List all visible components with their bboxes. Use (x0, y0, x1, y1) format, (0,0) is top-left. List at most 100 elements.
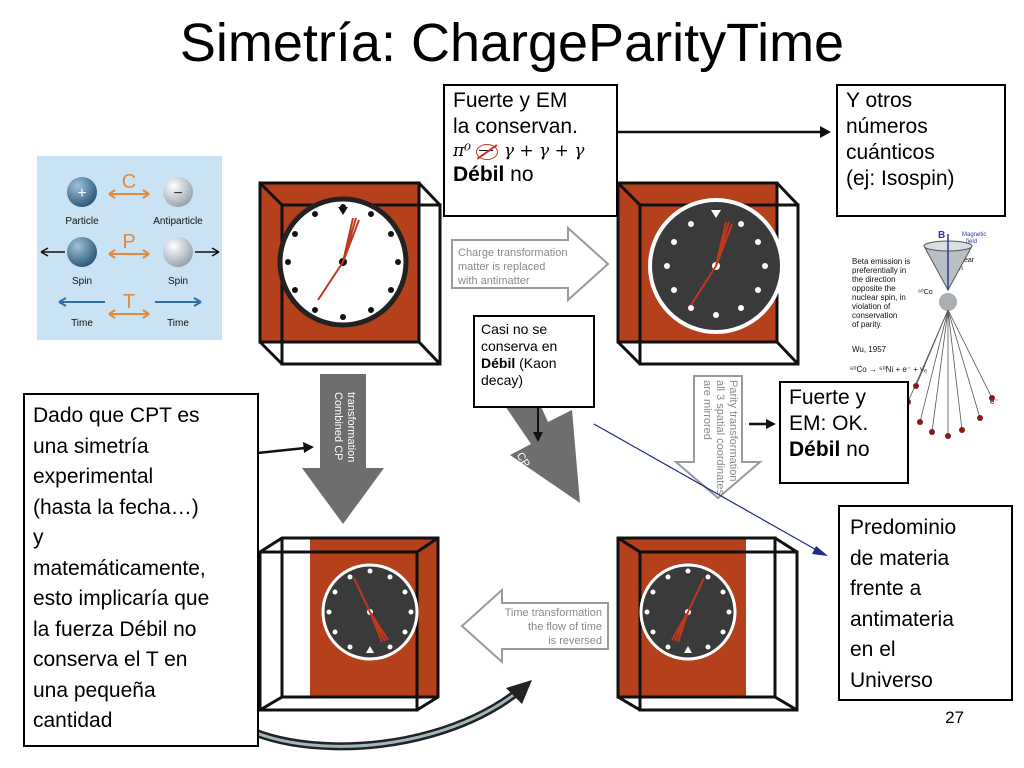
time-left-arrow (58, 297, 105, 307)
beta-text-3: the direction (852, 275, 896, 284)
particle-sphere (67, 177, 97, 207)
magnetic-field-2: field (966, 239, 977, 245)
casi-bold: Débil (481, 355, 516, 371)
spin-left-arrow (40, 247, 65, 257)
spin-left-label: Spin (72, 276, 92, 287)
dado-line-4: (hasta la fecha…) (33, 495, 199, 519)
cpt-panel-graphic: + − C Particle Antiparticle P Spin Spin … (40, 171, 220, 329)
charge-transformation-arrow: Charge transformation matter is replaced… (451, 225, 610, 303)
box-casi-no-conserva: Casi no se conserva en Débil (Kaon decay… (473, 315, 595, 408)
formula-gammas: γ + γ + γ (503, 141, 585, 161)
time-transformation-arrow: Time transformation the flow of time is … (460, 587, 609, 665)
casi-line2: conserva en (481, 338, 558, 354)
dado-line-8: la fuerza Débil no (33, 617, 197, 641)
predominio-line-3: frente a (850, 577, 922, 600)
predominio-line-5: en el (850, 638, 896, 661)
time-arrow-line1: Time transformation (505, 607, 602, 619)
arrow-to-predominio (593, 423, 821, 553)
arrow-to-predominio-head (812, 546, 828, 556)
beta-emission-figure: Beta emission is preferentially in the d… (820, 222, 1020, 442)
t-double-arrow (108, 309, 150, 319)
cube-bottom-right (616, 536, 799, 712)
cp-arrow-line2: transformation (345, 392, 357, 462)
casi-line1: Casi no se (481, 321, 548, 337)
beta-text-1: Beta emission is (852, 257, 910, 266)
casi-rest: (Kaon (515, 355, 557, 371)
time-right-label: Time (167, 318, 189, 329)
parity-transformation-arrow: Parity transformation all 3 spatial coor… (673, 375, 763, 500)
p-double-arrow (108, 249, 150, 259)
time-right-arrow (155, 297, 202, 307)
predominio-line-4: antimateria (850, 607, 954, 631)
nucleus-icon (939, 293, 957, 311)
spin-right-sphere (163, 237, 193, 267)
fuerte-ok-line2: EM: OK. (789, 412, 869, 435)
beta-text-2: preferentially in (852, 266, 906, 275)
c-letter: C (122, 171, 136, 193)
beta-emission-graphic: Beta emission is preferentially in the d… (850, 230, 999, 439)
box-fuerte-ok: Fuerte y EM: OK. Débil no (779, 381, 909, 484)
casi-line3: Débil (Kaon (481, 355, 587, 372)
p-letter: P (122, 231, 135, 253)
charge-arrow-line1: Charge transformation (458, 247, 567, 259)
plus-sign: + (77, 185, 86, 202)
fuerte-ok-bold: Débil (789, 438, 841, 461)
charge-arrow-line3: with antimatter (457, 275, 530, 287)
beta-reaction: ⁶⁰Co → ⁶⁰Ni + e⁻ + ν̄ₑ (850, 365, 927, 374)
dado-line-2: una simetría (33, 434, 149, 458)
arrow-casi-down-head (533, 432, 543, 442)
fuerte-em-weak: Débil no (453, 162, 608, 188)
dado-line-1: Dado que CPT es (33, 404, 200, 427)
dado-line-6: matemáticamente, (33, 556, 206, 580)
cp-arrow-line1: Combined CP (332, 392, 344, 460)
c-double-arrow (108, 189, 150, 199)
parity-arrow-line1: Parity transformation (727, 380, 739, 481)
arrow-to-fuerte-ok-head (766, 419, 776, 429)
time-arrow-line2: the flow of time (528, 621, 602, 633)
curved-time-arrow-head (506, 680, 532, 704)
cpt-panel: + − C Particle Antiparticle P Spin Spin … (37, 156, 222, 340)
cube-top-right (616, 181, 800, 366)
spin-right-arrow (195, 247, 220, 257)
predominio-line-2: de materia (850, 546, 950, 570)
predominio-line-6: Universo (850, 668, 933, 692)
cube-bottom-left (258, 536, 440, 712)
parity-arrow-line3: are mirrored (701, 380, 713, 440)
particle-label: Particle (65, 216, 99, 227)
fuerte-ok-rest: no (840, 438, 870, 461)
beta-text-6: violation of (852, 302, 891, 311)
parity-arrow-line2: all 3 spatial coordinates (714, 380, 726, 495)
electron-dots (905, 383, 995, 439)
predominio-line-1: Predominio (850, 516, 957, 539)
minus-sign: − (173, 185, 182, 202)
otros-line1: Y otros (846, 89, 913, 112)
antiparticle-label: Antiparticle (153, 216, 203, 227)
box-fuerte-em: Fuerte y EM la conservan. π⁰ γ + γ + γ D… (443, 84, 618, 217)
formula-pion: π⁰ (453, 141, 471, 161)
box-predominio: Predominio de materia frente a antimater… (838, 505, 1013, 701)
otros-line2: números (846, 115, 928, 138)
cp-transformation-arrow: Combined CP transformation (302, 374, 384, 524)
otros-line4: (ej: Isospin) (846, 167, 955, 190)
dado-line-5: y (33, 526, 44, 549)
crossed-arrow-icon (476, 143, 499, 160)
beta-text-7: conservation (852, 311, 897, 320)
beta-text-5: nuclear spin, in (852, 293, 906, 302)
t-letter: T (123, 291, 135, 313)
fuerte-em-line2: la conservan. (453, 115, 578, 138)
dado-line-10: una pequeña (33, 678, 156, 702)
beta-text-4: opposite the (852, 284, 896, 293)
spin-left-sphere (67, 237, 97, 267)
fuerte-em-weak-rest: no (504, 163, 534, 186)
arrow-dado-to-cp-head (303, 442, 314, 453)
b-label: B (938, 230, 945, 241)
beta-cite: Wu, 1957 (852, 345, 887, 354)
electron-label: e⁻ (990, 397, 999, 406)
time-left-label: Time (71, 318, 93, 329)
beta-text-8: of parity. (852, 320, 882, 329)
magnetic-field-1: Magnetic (962, 232, 986, 238)
dado-line-3: experimental (33, 465, 154, 488)
fuerte-ok-line1: Fuerte y (789, 386, 867, 409)
fuerte-em-line1: Fuerte y EM (453, 89, 568, 112)
